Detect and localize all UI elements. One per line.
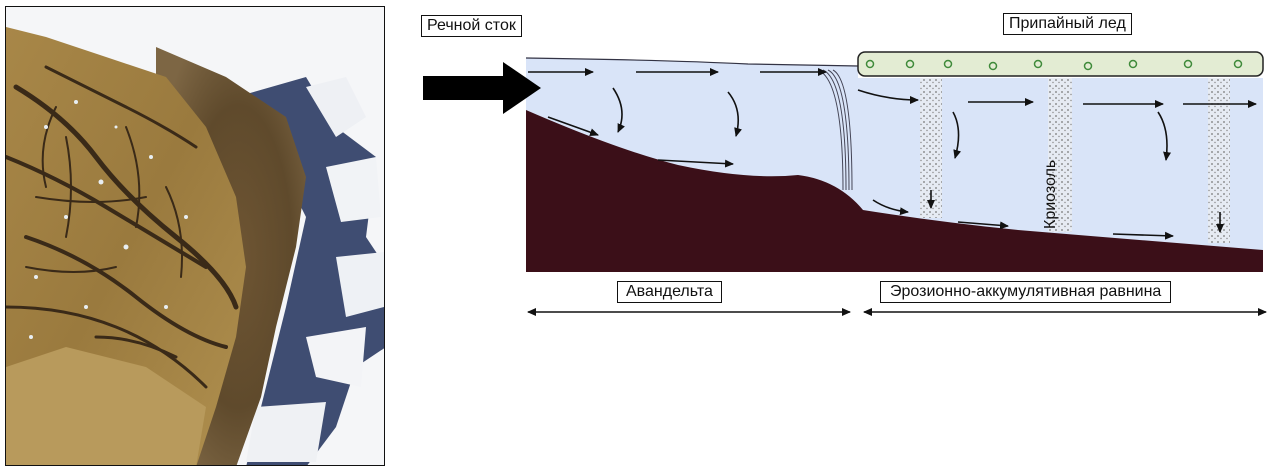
erosion-plain-label: Эрозионно-аккумулятивная равнина bbox=[880, 281, 1171, 303]
cryosol-label: Криозоль bbox=[1042, 160, 1060, 229]
fast-ice-label: Припайный лед bbox=[1003, 13, 1132, 35]
satellite-photo-delta bbox=[5, 6, 385, 466]
river-runoff-label: Речной сток bbox=[421, 15, 522, 37]
river-inflow-arrow bbox=[423, 62, 541, 114]
fast-ice bbox=[858, 52, 1263, 76]
avandelta-label: Авандельта bbox=[617, 281, 722, 303]
delta-satellite-image bbox=[6, 7, 385, 466]
